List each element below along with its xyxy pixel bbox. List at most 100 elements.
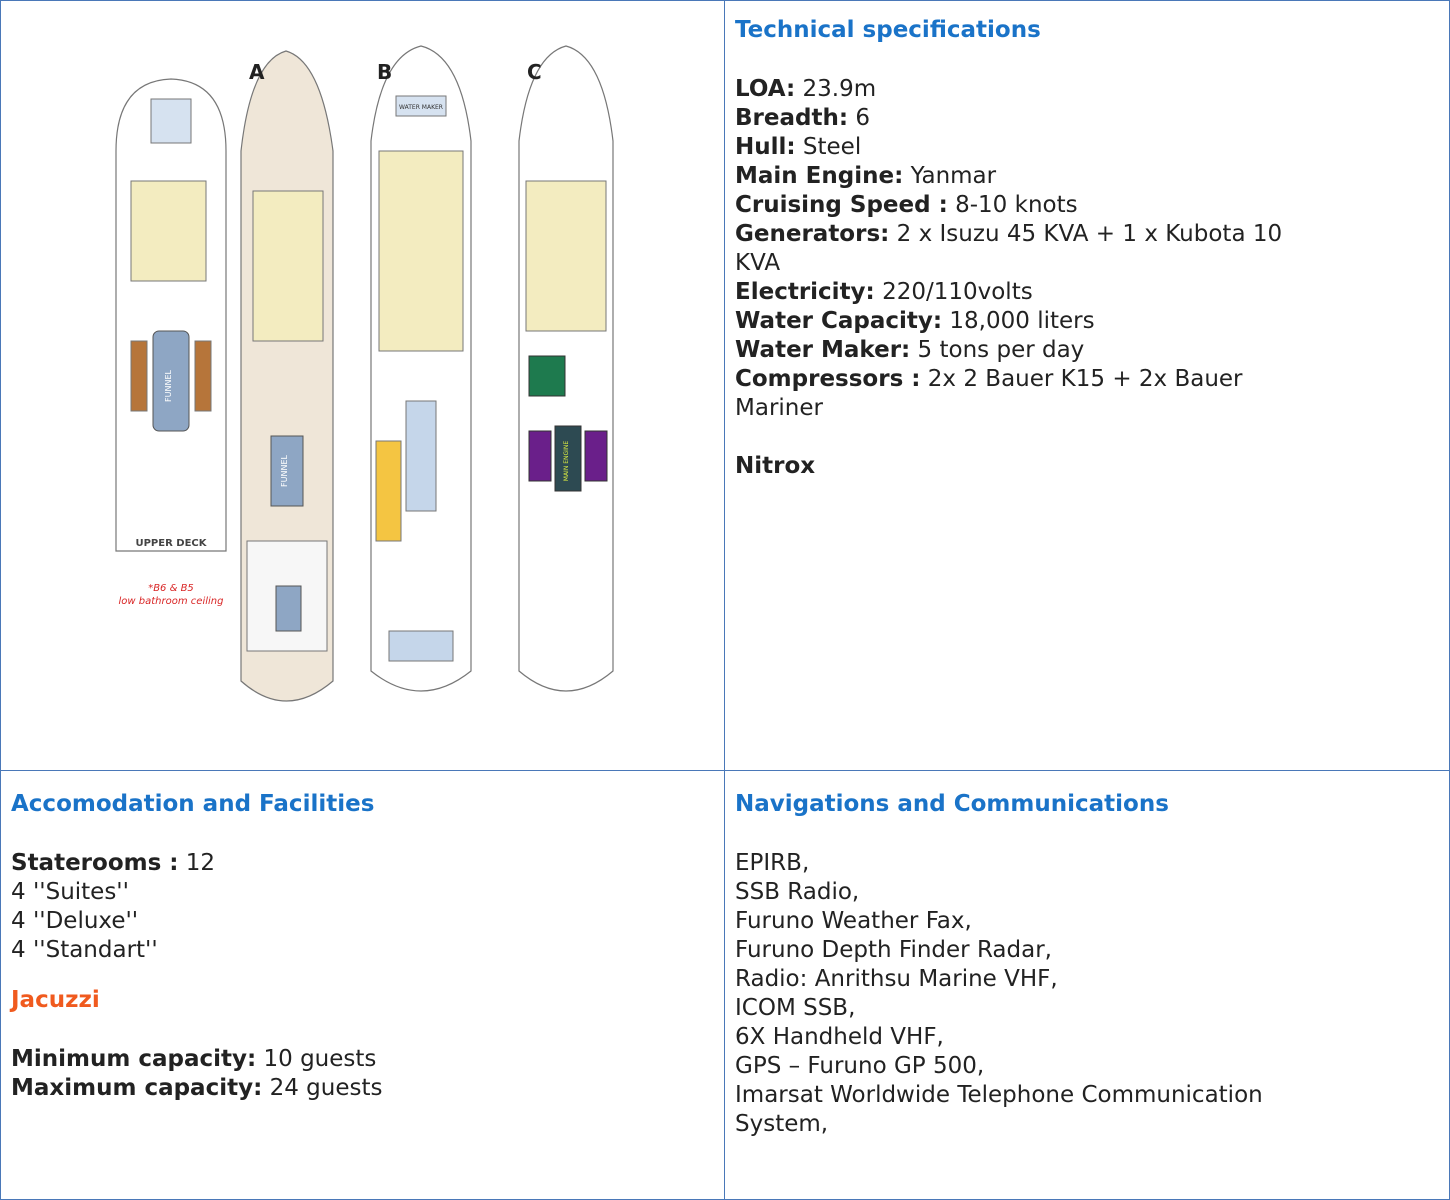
deck-label-a: A [249,60,265,84]
upper-deck-hull [115,78,227,552]
upper-deck-chart-room [130,180,207,282]
min-capacity-row: Minimum capacity: 10 guests [11,1045,714,1074]
room-type-deluxe: 4 ''Deluxe'' [11,908,139,934]
main-engine-label: MAIN ENGINE [563,441,570,482]
upper-deck-label: UPPER DECK [135,538,207,549]
spec-row: LOA: 23.9m [735,75,1439,104]
jacuzzi-label: Jacuzzi [11,987,100,1013]
navigation-list: EPIRB, SSB Radio, Furuno Weather Fax, Furun… [735,849,1439,1139]
navigation-title: Navigations and Communications [735,791,1169,817]
spec-value: 5 tons per day [910,337,1085,363]
spec-row: KVA [735,249,1439,278]
nitrox-label: Nitrox [735,453,816,479]
navigation-item: Radio: Anrithsu Marine VHF, [735,966,1058,992]
upper-deck-funnel [152,330,190,432]
spec-row: Electricity: 220/110volts [735,278,1439,307]
max-capacity-row: Maximum capacity: 24 guests [11,1074,714,1103]
deck-c-generator-right [584,430,608,482]
deck-b-storage [375,440,402,542]
spec-label: Water Maker: [735,337,911,363]
room-type-standart: 4 ''Standart'' [11,937,158,963]
spec-row: Water Capacity: 18,000 liters [735,307,1439,336]
min-capacity-label: Minimum capacity: [11,1046,257,1072]
max-capacity-label: Maximum capacity: [11,1075,263,1101]
spec-label: LOA: [735,76,796,102]
deck-b-cabins [378,150,464,352]
spec-row: Breadth: 6 [735,104,1439,133]
deck-label-b: B [377,60,392,84]
spec-row: Generators: 2 x Isuzu 45 KVA + 1 x Kubot… [735,220,1439,249]
spec-value: 6 [848,105,870,131]
deck-c-crew-cabins [525,180,607,332]
funnel-label-a: FUNNEL [280,454,289,486]
deck-a-cabins [252,190,324,342]
deck-b-galley [405,400,437,512]
navigation-item: GPS – Furuno GP 500, [735,1053,985,1079]
spec-value: 23.9m [795,76,877,102]
staterooms-label: Staterooms : [11,850,179,876]
spec-value: 2x 2 Bauer K15 + 2x Bauer [920,366,1243,392]
deck-b-steering-room [388,630,454,662]
spec-label: Breadth: [735,105,849,131]
max-capacity-value: 24 guests [262,1075,383,1101]
navigation-item: SSB Radio, [735,879,860,905]
deck-a-funnel [270,435,304,507]
spec-row: Hull: Steel [735,133,1439,162]
water-maker-label: WATER MAKER [399,104,443,111]
navigation-item: Imarsat Worldwide Telephone Communicatio… [735,1082,1263,1108]
staterooms-row: Staterooms : 12 [11,849,714,878]
spec-label: Hull: [735,134,796,160]
spec-value: 18,000 liters [942,308,1095,334]
spec-value: Mariner [735,395,823,421]
spec-label: Main Engine: [735,163,904,189]
deck-c-control-room [528,355,566,397]
deck-plan-svg: FUNNEL UPPER DECK *B6 & B5 low bathroom … [115,45,614,702]
navigation-item: System, [735,1111,829,1137]
accommodation-cell: Accomodation and Facilities Staterooms :… [1,771,725,1199]
spec-label: Cruising Speed : [735,192,948,218]
navigation-item: Furuno Depth Finder Radar, [735,937,1052,963]
spec-value: KVA [735,250,781,276]
spec-label: Electricity: [735,279,875,305]
note-line1: *B6 & B5 [148,583,194,594]
spec-label: Generators: [735,221,890,247]
deck-b-hull [370,45,472,692]
deck-plan-image: FUNNEL UPPER DECK *B6 & B5 low bathroom … [71,41,691,731]
deck-c-main-engine [554,425,582,492]
upper-deck-table-right [194,340,212,412]
navigation-item: EPIRB, [735,850,810,876]
deck-c-generator-left [528,430,552,482]
accommodation-title: Accomodation and Facilities [11,791,375,817]
spec-value: 220/110volts [874,279,1033,305]
spec-row: Main Engine: Yanmar [735,162,1439,191]
deck-plan-cell: FUNNEL UPPER DECK *B6 & B5 low bathroom … [1,1,725,771]
spec-value: 8-10 knots [947,192,1078,218]
spec-value: Steel [795,134,862,160]
spec-row: Compressors : 2x 2 Bauer K15 + 2x Bauer [735,365,1439,394]
spec-row: Cruising Speed : 8-10 knots [735,191,1439,220]
spec-row: Mariner [735,394,1439,423]
note-line2: low bathroom ceiling [119,596,224,607]
spec-row: Water Maker: 5 tons per day [735,336,1439,365]
spec-value: 2 x Isuzu 45 KVA + 1 x Kubota 10 [889,221,1283,247]
spec-label: Water Capacity: [735,308,943,334]
navigation-item: Furuno Weather Fax, [735,908,972,934]
min-capacity-value: 10 guests [256,1046,377,1072]
deck-a-dive-platform [275,585,302,632]
deck-label-c: C [527,60,542,84]
upper-deck-table-left [130,340,148,412]
staterooms-value: 12 [178,850,216,876]
upper-deck-sun-deck [150,98,192,144]
navigation-item: ICOM SSB, [735,995,856,1021]
tech-spec-title: Technical specifications [735,17,1041,43]
deck-b-water-maker [395,95,447,117]
spec-value: Yanmar [903,163,997,189]
navigation-cell: Navigations and Communications EPIRB, SSB… [725,771,1449,1199]
funnel-label-upper: FUNNEL [164,369,173,401]
navigation-item: 6X Handheld VHF, [735,1024,944,1050]
spec-label: Compressors : [735,366,921,392]
room-type-suites: 4 ''Suites'' [11,879,129,905]
